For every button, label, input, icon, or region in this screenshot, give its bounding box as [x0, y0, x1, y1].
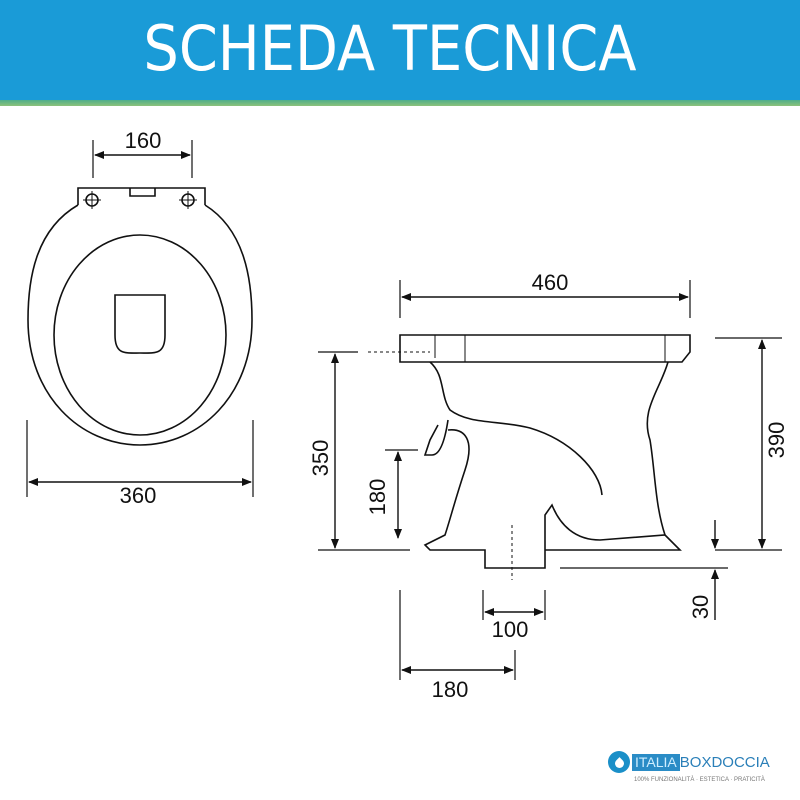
dim-label-160: 160	[125, 128, 162, 153]
dim-label-100: 100	[492, 617, 529, 642]
logo-boxdoccia: BOXDOCCIA	[679, 753, 770, 771]
dim-label-180-vertical: 180	[365, 479, 390, 516]
side-view	[318, 280, 782, 680]
seat-opening	[53, 234, 227, 436]
logo-tagline: 100% FUNZIONALITÀ · ESTETICA · PRATICITÀ	[634, 777, 765, 783]
toilet-technical-drawing: 160 360 460 390 350 180 30 100 180	[26, 128, 789, 702]
dim-label-360: 360	[120, 483, 157, 508]
top-view	[26, 140, 254, 497]
dim-label-180-bottom: 180	[432, 677, 469, 702]
bowl-inner	[429, 361, 603, 496]
dim-label-350: 350	[308, 440, 333, 477]
dim-label-30: 30	[688, 595, 713, 619]
logo-italia: ITALIA	[632, 753, 680, 771]
dim-label-460: 460	[532, 270, 569, 295]
header-bar: SCHEDA TECNICA	[0, 0, 800, 100]
header-stripe	[0, 100, 800, 106]
dim-label-390: 390	[764, 422, 789, 459]
bowl-hole	[114, 294, 166, 354]
inlet	[423, 419, 449, 456]
seat	[399, 334, 691, 363]
water-drop-icon	[608, 751, 630, 773]
page-title: SCHEDA TECNICA	[143, 12, 637, 85]
hinge-bar	[77, 187, 206, 205]
brand-logo: ITALIA BOXDOCCIA 100% FUNZIONALITÀ · EST…	[608, 750, 770, 784]
logo-row: ITALIA BOXDOCCIA	[608, 750, 770, 774]
